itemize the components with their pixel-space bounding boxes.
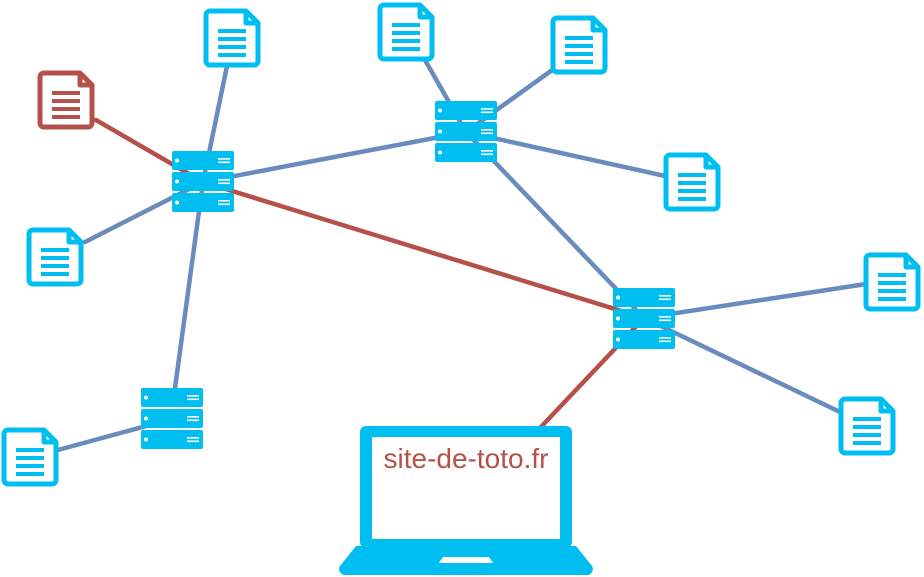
route-link — [93, 117, 206, 185]
document-icon — [380, 5, 432, 59]
server-icon — [613, 288, 675, 349]
link — [641, 281, 869, 321]
route-link — [200, 179, 647, 321]
link — [200, 129, 469, 185]
servers — [141, 101, 675, 449]
document-icon — [666, 155, 718, 209]
link — [172, 179, 206, 391]
server-icon — [435, 101, 497, 162]
laptop-icon: site-de-toto.fr — [339, 426, 593, 576]
document-icon — [29, 230, 81, 284]
link — [641, 315, 843, 415]
document-icon — [866, 255, 918, 309]
document-icon — [4, 430, 56, 484]
link — [82, 179, 206, 245]
server-icon — [141, 388, 203, 449]
server-icon — [172, 151, 234, 212]
document-icon — [841, 399, 893, 453]
document-icon — [206, 11, 258, 65]
link — [463, 129, 647, 321]
link — [463, 65, 558, 135]
link — [422, 57, 469, 135]
link — [463, 129, 668, 179]
document-icon — [553, 18, 605, 72]
target-document-icon — [40, 73, 92, 127]
laptop-screen-text: site-de-toto.fr — [384, 443, 549, 474]
